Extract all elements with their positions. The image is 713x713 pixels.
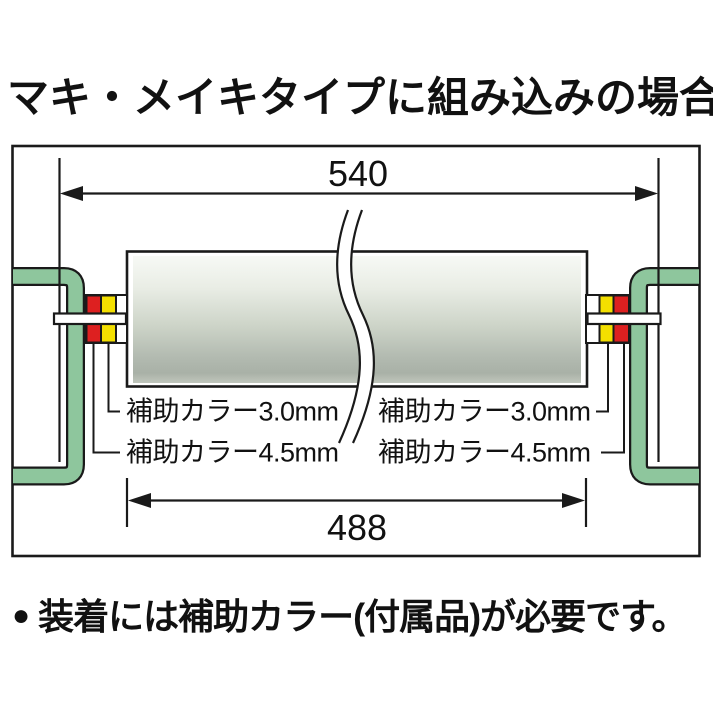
right-frame-rail <box>631 269 699 484</box>
break-line-right <box>350 209 375 444</box>
footer-note-text: 装着には補助カラー(付属品)が必要です。 <box>38 596 687 637</box>
dim-540-arrow-left <box>60 186 83 201</box>
page-title: マキ・メイキタイプに組み込みの場合 <box>7 74 713 121</box>
left-axle <box>52 312 128 326</box>
break-line-left <box>336 209 361 444</box>
label-right-collar-4-5mm: 補助カラー4.5mm <box>378 438 591 468</box>
dim-488-arrow-right <box>562 493 585 508</box>
right-axle <box>586 312 662 326</box>
dim-540-arrow-right <box>635 186 658 201</box>
label-left-collar-4-5mm: 補助カラー4.5mm <box>126 438 339 468</box>
left-frame-rail <box>13 269 83 484</box>
bullet-icon: ● <box>12 599 31 632</box>
footer-note: ●装着には補助カラー(付属品)が必要です。 <box>12 588 710 640</box>
break-gap <box>337 210 374 443</box>
dim-488-arrow-left <box>128 493 151 508</box>
leader-right-4-5mm <box>601 344 625 454</box>
dim-488-value: 488 <box>327 507 387 548</box>
label-right-collar-3-0mm: 補助カラー3.0mm <box>378 397 591 427</box>
leader-left-3-0mm <box>107 344 120 413</box>
leader-left-4-5mm <box>92 344 120 454</box>
label-left-collar-3-0mm: 補助カラー3.0mm <box>126 397 339 427</box>
leader-right-3-0mm <box>596 344 609 413</box>
dim-540-value: 540 <box>328 153 388 194</box>
